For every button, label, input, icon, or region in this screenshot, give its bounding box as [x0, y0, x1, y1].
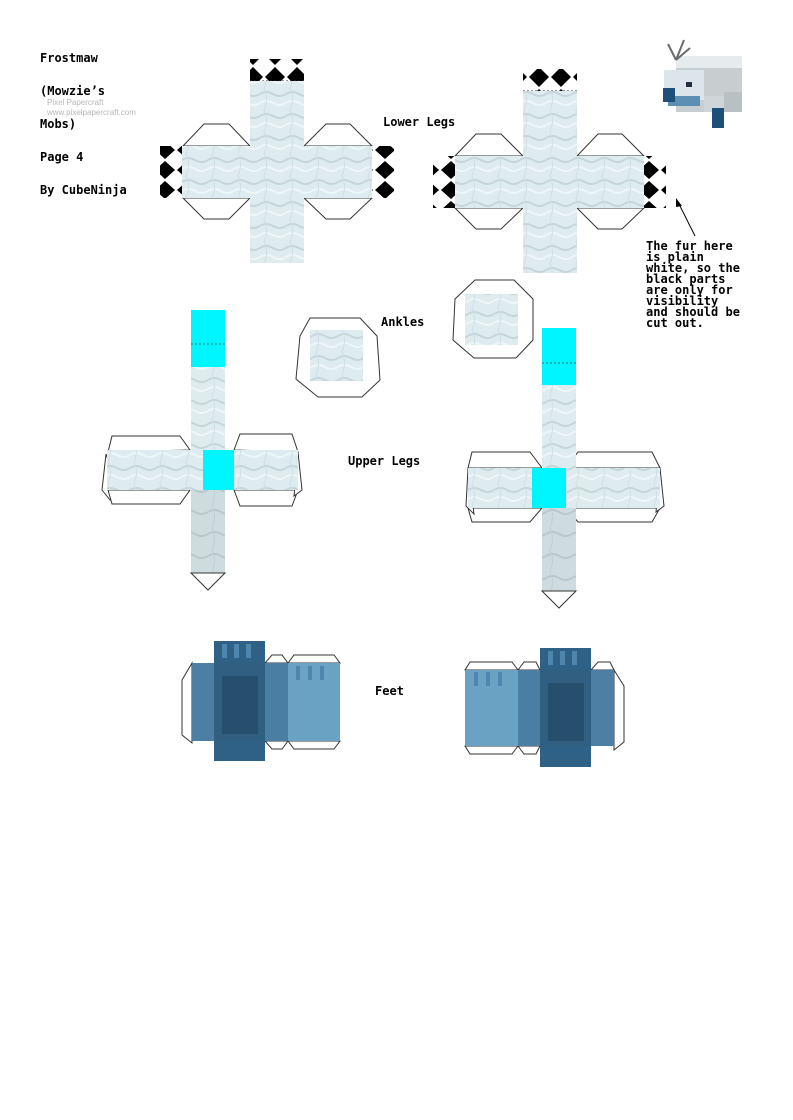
glue-tab: [181, 661, 193, 745]
fur-panel: [234, 450, 298, 490]
credit-url: www.pixelpapercraft.com: [47, 108, 136, 117]
glue-tab: [302, 123, 374, 147]
black-cut-marker: [250, 59, 304, 81]
header-subtitle-2: Mobs): [40, 117, 77, 131]
lower-leg-right: [433, 69, 666, 273]
black-cut-marker: [372, 146, 394, 198]
upper-leg-left: [101, 310, 303, 591]
black-cut-marker: [644, 156, 666, 208]
glue-tab: [107, 489, 191, 505]
cyan-marker-top: [542, 328, 576, 385]
glue-tab: [233, 489, 299, 507]
note-line: visibility: [646, 294, 719, 308]
fur-panel: [250, 81, 304, 146]
header-subtitle-1: (Mowzie’s: [40, 84, 106, 98]
note-line: is plain: [646, 250, 704, 264]
foot-bottom-panel: [214, 741, 265, 761]
glue-tab: [107, 435, 191, 453]
note-line: are only for: [646, 283, 733, 297]
fur-panel-shaded: [542, 508, 576, 591]
foot-side-panel: [265, 663, 288, 741]
foot-right: [464, 648, 625, 767]
cyan-marker-center: [203, 450, 234, 490]
glue-tab: [263, 654, 289, 664]
fur-panel: [310, 330, 363, 381]
fur-panel: [468, 468, 542, 508]
glue-tab: [453, 133, 525, 157]
glue-tab: [540, 590, 578, 609]
glue-tab: [181, 197, 252, 220]
black-cut-marker: [523, 69, 577, 91]
glue-tab: [565, 451, 661, 469]
fur-panel: [523, 91, 577, 156]
glue-tab: [517, 661, 541, 671]
black-cut-marker: [160, 146, 182, 198]
ankle-right: [452, 279, 534, 359]
fur-panel: [107, 450, 191, 490]
glue-tab: [464, 661, 519, 671]
header-author: By CubeNinja: [40, 183, 127, 197]
glue-tab: [464, 745, 519, 755]
fur-panel: [523, 208, 577, 273]
frostmaw-preview-icon: [663, 39, 742, 128]
foot-top-panel: [540, 648, 591, 670]
fur-panel: [191, 367, 225, 450]
fur-panel: [455, 156, 644, 208]
label-upper-legs: Upper Legs: [348, 454, 421, 468]
glue-tab: [263, 740, 289, 750]
glue-tab: [467, 451, 543, 469]
fur-panel: [182, 146, 372, 198]
note-arrow: [676, 198, 696, 237]
glue-tab: [575, 207, 646, 230]
header-page: Page 4: [40, 150, 84, 164]
glue-tab: [613, 668, 625, 752]
glue-tab: [589, 661, 615, 671]
upper-leg-right: [465, 328, 665, 609]
fur-panel: [250, 198, 304, 263]
note-line: black parts: [646, 272, 726, 286]
foot-bottom-panel: [540, 746, 591, 767]
fur-panel: [465, 294, 518, 345]
note-line: and should be: [646, 305, 740, 319]
note-line: cut out.: [646, 316, 704, 330]
glue-tab: [453, 207, 525, 230]
glue-tab: [181, 123, 252, 147]
foot-side-panel: [591, 670, 614, 746]
glue-tab: [517, 745, 541, 755]
foot-top-panel: [214, 641, 265, 663]
glue-tab: [233, 433, 299, 453]
foot-back-panel: [465, 670, 518, 746]
label-lower-legs: Lower Legs: [383, 115, 456, 129]
black-cut-marker: [433, 156, 455, 208]
label-feet: Feet: [375, 684, 404, 698]
foot-back-panel: [288, 663, 340, 741]
label-ankles: Ankles: [381, 315, 425, 329]
fur-panel-shaded: [191, 490, 225, 573]
glue-tab: [564, 507, 661, 523]
ankle-left: [295, 317, 381, 398]
header-title: Frostmaw: [40, 51, 98, 65]
pixel-papercraft-credit: Pixel Papercraft www.pixelpapercraft.com: [47, 98, 136, 118]
glue-tab: [287, 740, 341, 750]
fur-panel: [542, 385, 576, 468]
cyan-marker-center: [532, 468, 566, 508]
glue-tab: [189, 572, 227, 591]
note-line: The fur here: [646, 239, 733, 253]
glue-tab: [467, 507, 544, 523]
glue-tab: [287, 654, 341, 664]
foot-left: [181, 641, 341, 761]
glue-tab: [575, 133, 646, 157]
fur-panel: [566, 468, 660, 508]
lower-leg-left: [160, 59, 394, 263]
foot-side-panel: [192, 663, 214, 741]
foot-side-panel: [518, 670, 540, 746]
page-header: Frostmaw (Mowzie’s Mobs) Page 4 By CubeN…: [40, 31, 127, 207]
fur-note: The fur here is plain white, so the blac…: [646, 239, 740, 330]
glue-tab: [302, 197, 374, 220]
credit-name: Pixel Papercraft: [47, 98, 104, 107]
note-line: white, so the: [646, 261, 740, 275]
cyan-marker-top: [191, 310, 225, 367]
